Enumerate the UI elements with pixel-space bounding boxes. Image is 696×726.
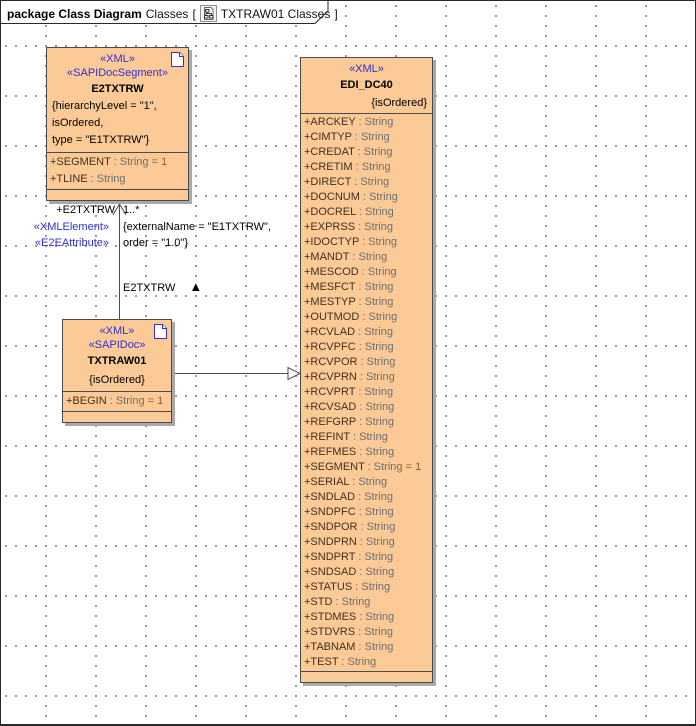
attribute-row[interactable]: +RCVPRT : String [304, 386, 394, 398]
frame-kind-label: package Class Diagram [7, 6, 142, 21]
association-role-label[interactable]: +E2TXTRW [56, 204, 115, 216]
attribute-row[interactable]: +RCVPFC : String [304, 341, 394, 353]
frame-close-bracket: ] [334, 6, 338, 21]
constraint-line: isOrdered, [52, 117, 104, 129]
association-name-text: E2TXTRW [123, 282, 176, 294]
attribute-row[interactable]: +ARCKEY : String [304, 116, 394, 128]
attribute-row[interactable]: +RCVPRN : String [304, 371, 395, 383]
attribute-row[interactable]: +RCVPOR : String [304, 356, 396, 368]
attribute-row[interactable]: +SEGMENT : String = 1 [50, 156, 168, 168]
attribute-row[interactable]: +REFINT : String [304, 431, 388, 443]
class-name: EDI_DC40 [340, 79, 393, 91]
empty-compartment [301, 671, 432, 682]
association-constraint-line[interactable]: {externalName = "E1TXTRW", [123, 221, 271, 233]
attribute-row[interactable]: +TLINE : String [50, 173, 126, 185]
attribute-row[interactable]: +DIRECT : String [304, 176, 390, 188]
attribute-row[interactable]: +DOCREL : String [304, 206, 394, 218]
attribute-row[interactable]: +MESTYP : String [304, 296, 394, 308]
class-edi-dc40-attributes: +ARCKEY : String +CIMTYP : String +CREDA… [301, 113, 432, 671]
attribute-row[interactable]: +SNDPFC : String [304, 506, 394, 518]
class-name: E2TXTRW [91, 83, 144, 95]
attribute-row[interactable]: +STD : String [304, 596, 371, 608]
association-stereotype-label[interactable]: «XMLElement» [33, 221, 109, 233]
attribute-row[interactable]: +SEGMENT : String = 1 [304, 461, 422, 473]
attribute-row[interactable]: +MESCOD : String [304, 266, 397, 278]
class-edi-dc40[interactable]: «XML» EDI_DC40 {isOrdered} +ARCKEY : Str… [300, 57, 433, 683]
attribute-row[interactable]: +MESFCT : String [304, 281, 394, 293]
constraint-line: {isOrdered} [371, 97, 427, 109]
diagram-frame-tab [1, 1, 329, 24]
attribute-row[interactable]: +SNDPOR : String [304, 521, 396, 533]
attribute-row[interactable]: +IDOCTYP : String [304, 236, 398, 248]
diagram-frame-title: package Class Diagram Classes [ TXTRAW01… [7, 5, 338, 22]
frame-context-label: Classes [145, 6, 189, 21]
class-e2txtrw-attributes: +SEGMENT : String = 1 +TLINE : String [47, 152, 188, 189]
attribute-row[interactable]: +EXPRSS : String [304, 221, 393, 233]
association-e2txtrw-line[interactable] [112, 203, 127, 319]
attribute-row[interactable]: +RCVSAD : String [304, 401, 395, 413]
attribute-row[interactable]: +SNDPRN : String [304, 536, 395, 548]
generalization-txtraw01-edi-line[interactable] [172, 366, 302, 381]
attribute-row[interactable]: +TEST : String [304, 656, 377, 668]
stereotype-label: «XML» [349, 63, 384, 75]
attribute-row[interactable]: +REFGRP : String [304, 416, 394, 428]
class-diagram-icon [199, 5, 217, 22]
attribute-row[interactable]: +SNDPRT : String [304, 551, 394, 563]
direction-triangle-icon: ▲ [189, 279, 203, 294]
constraint-line: {isOrdered} [89, 374, 145, 386]
association-multiplicity-label[interactable]: 1..* [123, 204, 140, 216]
association-name-label[interactable]: E2TXTRW ▲ [123, 280, 202, 295]
attribute-row[interactable]: +TABNAM : String [304, 641, 394, 653]
stereotype-label: «XML» [100, 53, 135, 65]
attribute-row[interactable]: +CREDAT : String [304, 146, 393, 158]
attribute-row[interactable]: +CRETIM : String [304, 161, 391, 173]
class-name: TXTRAW01 [87, 355, 147, 367]
attribute-row[interactable]: +STDVRS : String [304, 626, 393, 638]
class-txtraw01-attributes: +BEGIN : String = 1 [63, 391, 171, 411]
attribute-row[interactable]: +RCVLAD : String [304, 326, 393, 338]
hollow-triangle-arrowhead-icon [287, 366, 302, 381]
constraint-line: {hierarchyLevel = "1", [52, 100, 157, 112]
attribute-row[interactable]: +CIMTYP : String [304, 131, 390, 143]
association-stereotype-label[interactable]: «E2EAttribute» [35, 237, 109, 249]
association-constraint-line[interactable]: order = "1.0"} [123, 237, 188, 249]
empty-compartment [47, 189, 188, 200]
attribute-row[interactable]: +SNDSAD : String [304, 566, 395, 578]
stereotype-label: «SAPIDocSegment» [67, 67, 168, 79]
attribute-row[interactable]: +BEGIN : String = 1 [66, 395, 164, 407]
class-edi-dc40-header: «XML» EDI_DC40 {isOrdered} [301, 58, 432, 113]
open-arrowhead-icon [112, 203, 127, 216]
class-e2txtrw-header: «XML» «SAPIDocSegment» E2TXTRW {hierarch… [47, 48, 188, 152]
stereotype-label: «XML» [99, 325, 135, 337]
empty-compartment [63, 411, 171, 422]
document-icon [170, 51, 185, 68]
attribute-row[interactable]: +MANDT : String [304, 251, 388, 263]
document-icon [153, 323, 168, 340]
attribute-row[interactable]: +REFMES : String [304, 446, 395, 458]
attribute-row[interactable]: +SNDLAD : String [304, 491, 393, 503]
stereotype-label: «SAPIDoc» [88, 339, 146, 351]
class-e2txtrw[interactable]: «XML» «SAPIDocSegment» E2TXTRW {hierarch… [46, 47, 189, 201]
attribute-row[interactable]: +OUTMOD : String [304, 311, 398, 323]
attribute-row[interactable]: +STATUS : String [304, 581, 391, 593]
frame-diagram-name: TXTRAW01 Classes [220, 6, 331, 21]
frame-open-bracket: [ [192, 6, 196, 21]
class-txtraw01[interactable]: «XML» «SAPIDoc» TXTRAW01 {isOrdered} +BE… [62, 319, 172, 423]
attribute-row[interactable]: +STDMES : String [304, 611, 395, 623]
class-txtraw01-header: «XML» «SAPIDoc» TXTRAW01 {isOrdered} [63, 320, 171, 391]
constraint-line: type = "E1TXTRW"} [52, 134, 150, 146]
attribute-row[interactable]: +SERIAL : String [304, 476, 388, 488]
attribute-row[interactable]: +DOCNUM : String [304, 191, 398, 203]
